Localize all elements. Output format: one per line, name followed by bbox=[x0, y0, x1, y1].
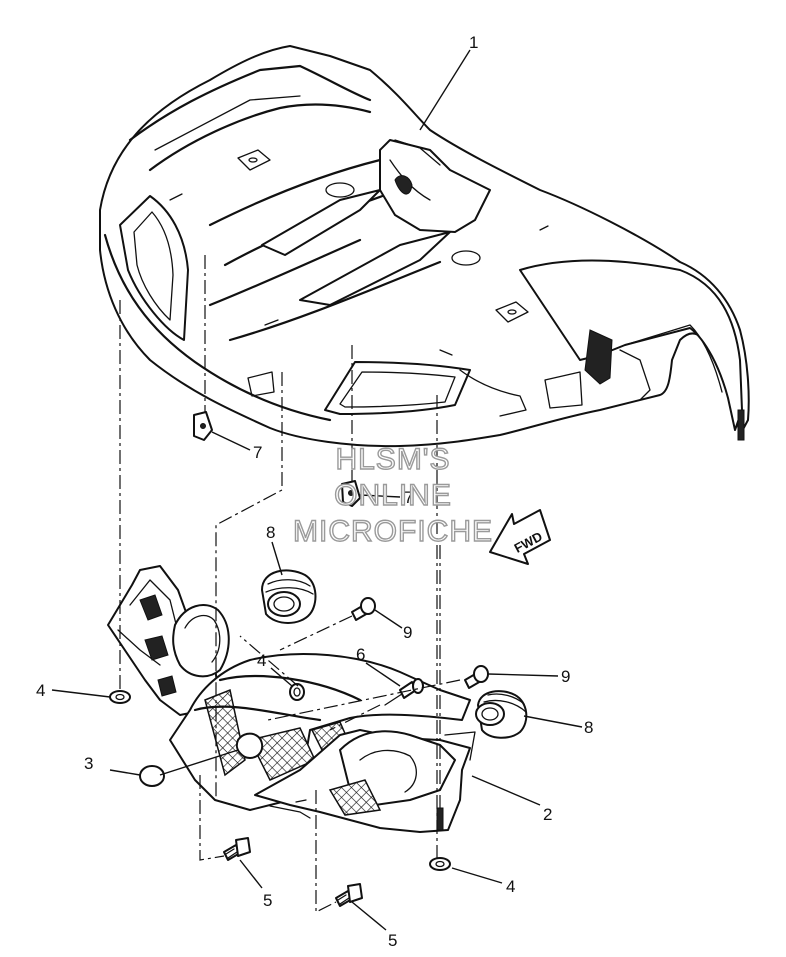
callout-4-right: 4 bbox=[506, 877, 515, 896]
clip-nut-right bbox=[341, 480, 361, 507]
clip-nut-left bbox=[193, 411, 213, 441]
callout-4-center: 4 bbox=[257, 651, 266, 670]
callout-5-left: 5 bbox=[263, 891, 272, 910]
callout-8-right: 8 bbox=[584, 718, 593, 737]
bolt-lower-center bbox=[335, 883, 363, 907]
callout-2: 2 bbox=[543, 805, 552, 824]
callout-9-lower: 9 bbox=[561, 667, 570, 686]
callout-9-upper: 9 bbox=[403, 623, 412, 642]
front-fender-body bbox=[99, 45, 750, 448]
bolt-lower-left bbox=[223, 837, 251, 861]
duct-boot-left bbox=[261, 569, 317, 624]
assembly-center-lines bbox=[119, 255, 461, 913]
watermark: HLSM'S ONLINE MICROFICHE bbox=[292, 442, 493, 548]
callout-5-center: 5 bbox=[388, 931, 397, 950]
callout-6: 6 bbox=[356, 645, 365, 664]
washer-center bbox=[289, 683, 305, 701]
callout-7-left: 7 bbox=[253, 443, 262, 462]
callout-7-right: 7 bbox=[404, 488, 413, 507]
leader-lines bbox=[51, 49, 583, 931]
watermark-line-2: ONLINE bbox=[334, 479, 452, 512]
front-grille-panel bbox=[107, 565, 476, 833]
cap-plug bbox=[139, 765, 165, 787]
duct-boot-right bbox=[475, 690, 528, 739]
washer-right bbox=[429, 857, 451, 871]
callout-labels: 1 2 3 4 4 4 5 5 6 7 7 8 8 9 9 bbox=[36, 33, 593, 950]
callout-8-left: 8 bbox=[266, 523, 275, 542]
callout-1: 1 bbox=[469, 33, 478, 52]
watermark-line-3: MICROFICHE bbox=[293, 515, 493, 548]
callout-4-left: 4 bbox=[36, 681, 45, 700]
callout-3: 3 bbox=[84, 754, 93, 773]
watermark-line-1: HLSM'S bbox=[335, 443, 450, 476]
bolt-upper-left bbox=[351, 597, 376, 621]
washer-left bbox=[109, 690, 131, 704]
forward-direction-arrow: FWD bbox=[489, 509, 551, 565]
bolt-upper-right bbox=[464, 665, 489, 689]
